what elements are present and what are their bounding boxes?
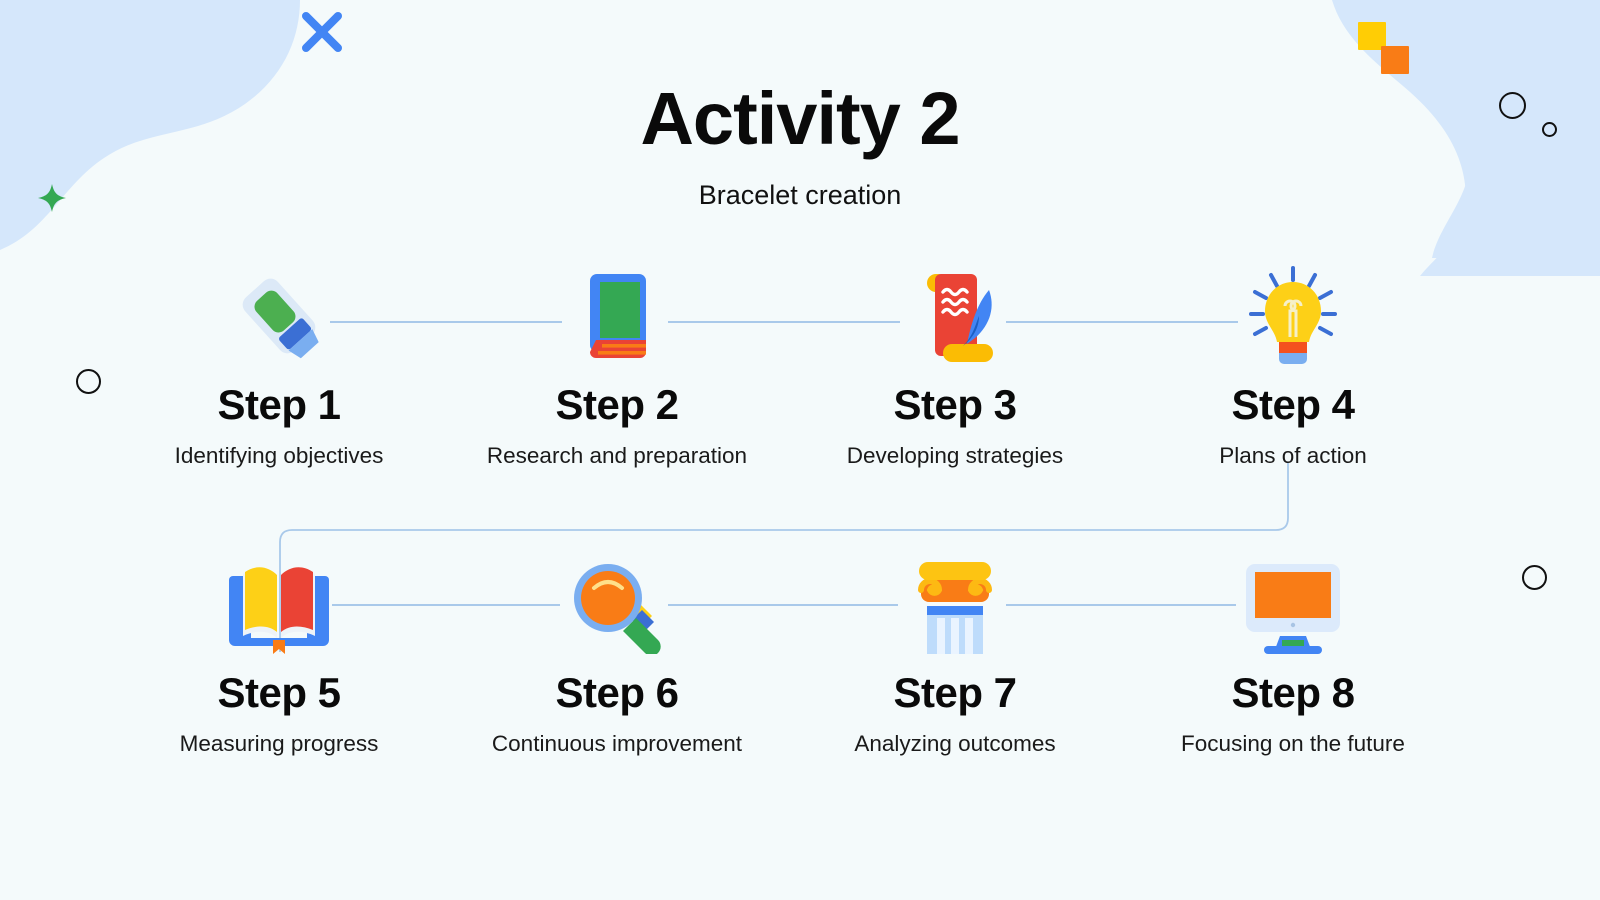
greek-column-icon (895, 546, 1015, 654)
step-title: Step 6 (555, 669, 679, 716)
connector-step7-step8 (1006, 604, 1236, 606)
connector-step6-step7 (668, 604, 898, 606)
connector-step2-step3 (668, 321, 900, 323)
step-card-4[interactable]: Step 4 Plans of action (1124, 258, 1462, 469)
step-title: Step 2 (555, 381, 679, 428)
step-title: Step 1 (217, 381, 341, 428)
steps-row-1: Step 1 Identifying objectives Step 2 Res… (0, 258, 1600, 469)
step-card-2[interactable]: Step 2 Research and preparation (448, 258, 786, 469)
step-description: Continuous improvement (491, 731, 743, 756)
page-subtitle: Bracelet creation (698, 180, 902, 210)
step-description: Research and preparation (486, 443, 748, 468)
step-description: Developing strategies (846, 443, 1064, 468)
connector-step1-step2 (330, 321, 562, 323)
step-title: Step 4 (1231, 381, 1355, 428)
step-title: Step 7 (893, 669, 1017, 716)
scroll-quill-icon (895, 258, 1015, 366)
highlighter-marker-icon (219, 258, 339, 366)
step-title: Step 8 (1231, 669, 1355, 716)
step-card-6[interactable]: Step 6 Continuous improvement (448, 546, 786, 757)
connector-step3-step4 (1006, 321, 1238, 323)
step-card-1[interactable]: Step 1 Identifying objectives (110, 258, 448, 469)
step-card-3[interactable]: Step 3 Developing strategies (786, 258, 1124, 469)
slide-header: Activity 2 Bracelet creation (0, 0, 1600, 211)
step-description: Plans of action (1219, 443, 1367, 468)
magnifying-glass-icon (557, 546, 677, 654)
step-card-8[interactable]: Step 8 Focusing on the future (1124, 546, 1462, 757)
connector-step5-step6 (332, 604, 560, 606)
step-card-5[interactable]: Step 5 Measuring progress (110, 546, 448, 757)
step-card-7[interactable]: Step 7 Analyzing outcomes (786, 546, 1124, 757)
step-title: Step 5 (217, 669, 341, 716)
step-description: Measuring progress (179, 731, 379, 756)
step-description: Focusing on the future (1181, 731, 1405, 756)
open-book-icon (219, 546, 339, 654)
lightbulb-icon (1233, 258, 1353, 366)
steps-row-2: Step 5 Measuring progress Step 6 Continu… (0, 546, 1600, 757)
connector-step4-step5-wrap (279, 462, 1289, 652)
closed-book-icon (557, 258, 677, 366)
desktop-monitor-icon (1233, 546, 1353, 654)
page-title: Activity 2 (640, 77, 960, 160)
step-description: Analyzing outcomes (854, 731, 1056, 756)
step-title: Step 3 (893, 381, 1017, 428)
step-description: Identifying objectives (174, 443, 384, 468)
